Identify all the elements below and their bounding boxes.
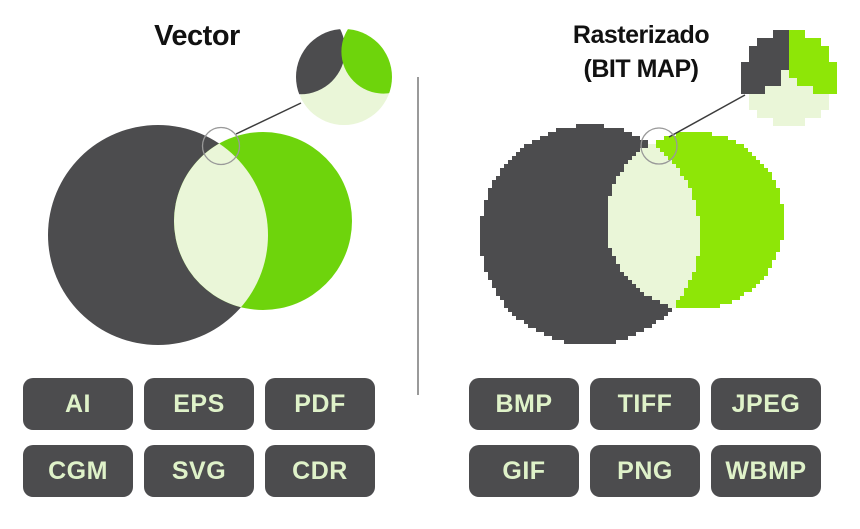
raster-panel-title: Rasterizado (BIT MAP) (551, 18, 731, 86)
vector-overlap-region (174, 132, 268, 310)
format-badge-svg: SVG (144, 445, 254, 497)
format-badge-tiff: TIFF (590, 378, 700, 430)
vector-callout-connector-line (235, 102, 302, 135)
raster-circles-canvas (476, 116, 800, 348)
format-badge-cgm: CGM (23, 445, 133, 497)
vector-magnifier-indicator-circle (201, 126, 241, 166)
format-badge-wbmp: WBMP (711, 445, 821, 497)
format-badge-pdf: PDF (265, 378, 375, 430)
vector-circles-art (48, 125, 352, 345)
vector-panel-title: Vector (154, 20, 240, 52)
callout-green-wedge (341, 29, 392, 94)
raster-title-line1: Rasterizado (572, 21, 710, 49)
format-badge-cdr: CDR (265, 445, 375, 497)
format-badge-ai: AI (23, 378, 133, 430)
callout-overlap-wedge (297, 62, 392, 125)
format-badge-eps: EPS (144, 378, 254, 430)
raster-title-line2: (BIT MAP) (583, 55, 699, 83)
raster-magnifier-callout-canvas (741, 30, 837, 126)
panel-divider (417, 77, 419, 395)
vector-format-list: AI EPS PDF CGM SVG CDR (23, 378, 375, 497)
format-badge-bmp: BMP (469, 378, 579, 430)
format-badge-jpeg: JPEG (711, 378, 821, 430)
format-badge-gif: GIF (469, 445, 579, 497)
raster-format-list: BMP TIFF JPEG GIF PNG WBMP (469, 378, 821, 497)
vector-dark-circle (48, 125, 268, 345)
format-badge-png: PNG (590, 445, 700, 497)
vector-green-circle (174, 132, 352, 310)
